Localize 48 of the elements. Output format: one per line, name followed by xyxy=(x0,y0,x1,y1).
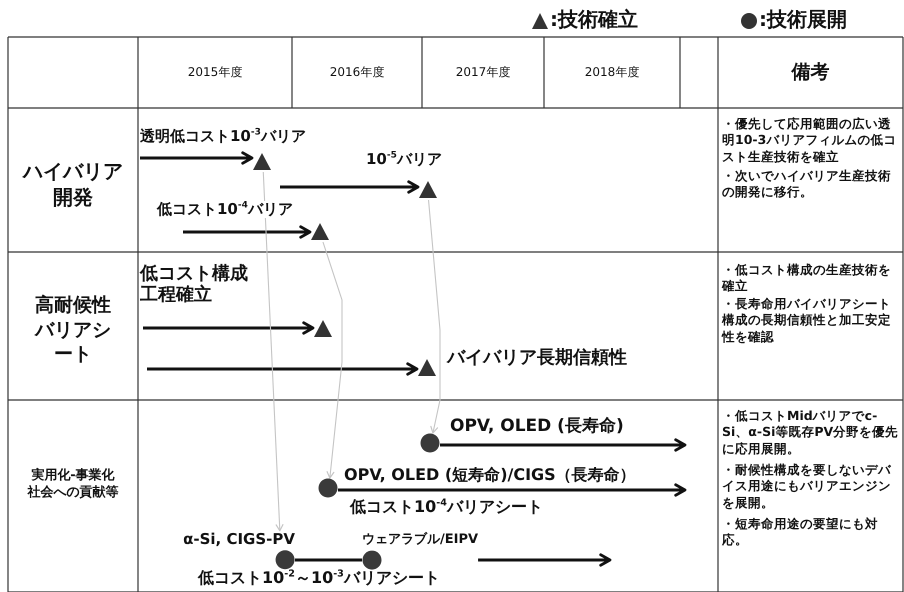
milestone-label: 低コスト10$^{-2}$～10$^{-3}$バリアシート xyxy=(198,568,440,589)
connector-line xyxy=(295,558,362,562)
legend-label: :技術確立 xyxy=(550,8,638,31)
row-header: 高耐候性バリアシート xyxy=(33,293,112,368)
edge-label: 低コスト10$^{-4}$バリア xyxy=(157,201,293,218)
edge-label: 10$^{-5}$バリア xyxy=(366,151,442,168)
arrow xyxy=(280,180,420,194)
milestone-label: OPV, OLED (長寿命) xyxy=(450,417,624,437)
column-header: 2015年度 xyxy=(188,65,242,81)
remark-text: ・次いでハイバリア生産技術の開発に移行。 xyxy=(722,168,892,200)
arrow xyxy=(262,172,284,532)
milestone-triangle xyxy=(418,180,438,200)
arrow xyxy=(428,200,441,434)
remark-text: ・耐候性構成を要しないデバイス用途にもバリアエンジンを展開。 xyxy=(722,462,892,511)
arrow xyxy=(183,225,312,239)
remark-text: ・優先して応用範囲の広い透明10-3バリアフィルムの低コスト生産技術を確立 xyxy=(722,116,898,165)
row-header: ハイバリア開発 xyxy=(21,158,124,210)
arrow xyxy=(338,483,686,497)
legend-label: :技術展開 xyxy=(759,8,847,31)
row-header: 実用化-事業化社会への貢献等 xyxy=(26,468,120,502)
column-header: 2018年度 xyxy=(584,65,640,81)
arrow xyxy=(322,242,343,479)
remark-text: ・長寿命用バイバリアシート構成の長期信頼性と加工安定性を確認 xyxy=(722,296,892,345)
milestone-marker xyxy=(362,533,478,570)
milestone-marker xyxy=(183,530,295,570)
milestone-label: α-Si, CIGS-PV xyxy=(183,530,295,548)
milestone-label: OPV, OLED (短寿命)/CIGS（長寿命） xyxy=(344,466,636,484)
column-header: 備考 xyxy=(792,60,830,85)
milestone-circle xyxy=(318,478,338,498)
remark-text: ・短寿命用途の要望にも対応。 xyxy=(722,516,879,548)
milestone-triangle xyxy=(313,319,333,339)
column-header: 2017年度 xyxy=(456,65,510,81)
milestone-label: ウェアラブル/EIPV xyxy=(362,533,478,548)
milestone-triangle xyxy=(252,152,272,172)
arrow xyxy=(140,151,254,165)
milestone-label: バイバリア長期信頼性 xyxy=(447,348,627,369)
milestone-label: 低コスト10$^{-4}$バリアシート xyxy=(350,498,543,516)
milestone-triangle xyxy=(417,358,437,378)
arrow xyxy=(143,321,314,335)
remark-text: ・低コストMidバリアでc-Si、α-Si等既存PV分野を優先に応用展開。 xyxy=(722,408,900,457)
edge-label: 透明低コスト10$^{-3}$バリア xyxy=(140,128,306,146)
arrow xyxy=(478,553,612,567)
arrow xyxy=(147,362,418,376)
milestone-circle xyxy=(420,433,440,453)
milestone-triangle xyxy=(310,222,330,242)
column-header: 2016年度 xyxy=(330,65,384,81)
remark-text: ・低コスト構成の生産技術を確立 xyxy=(722,262,892,294)
arrow xyxy=(440,438,686,452)
